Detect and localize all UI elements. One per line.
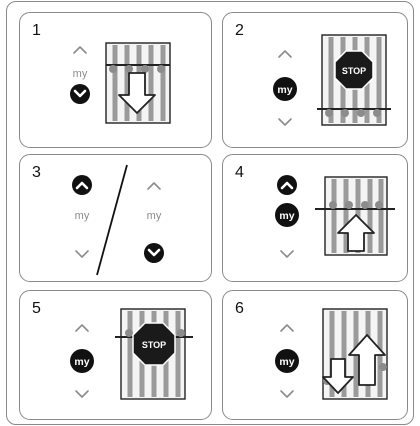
arrow-up-icon (348, 334, 386, 386)
chevron-up-icon[interactable] (73, 46, 87, 54)
instruction-frame (6, 1, 414, 425)
step-number: 3 (32, 164, 41, 181)
chevron-up-button-icon[interactable] (277, 175, 297, 195)
remote-control-4: my (275, 175, 299, 258)
remote-control-5: my (70, 324, 94, 398)
arrow-down-icon (322, 358, 354, 394)
remote-control-2: my (273, 50, 297, 126)
my-label-right: my (147, 210, 162, 222)
my-button-icon[interactable]: my (273, 77, 297, 101)
step-panel-2: 2 my STOP (222, 12, 408, 148)
awning-icon (105, 42, 171, 124)
step-number: 2 (235, 22, 244, 39)
my-label: my (277, 84, 292, 96)
remote-control-3-left: my (72, 175, 92, 258)
chevron-up-button-icon[interactable] (72, 175, 92, 195)
my-label-left: my (75, 210, 90, 222)
step-number: 1 (32, 22, 41, 39)
step-panel-1: 1 my (19, 12, 212, 148)
remote-control-3-right: my (144, 182, 164, 263)
step-panel-4: 4 my (222, 154, 408, 282)
chevron-down-icon[interactable] (75, 250, 89, 258)
chevron-down-button-icon[interactable] (70, 84, 90, 104)
remote-control-1: my (70, 46, 90, 104)
my-label: my (74, 356, 89, 368)
divider-slash (96, 164, 128, 276)
arrow-up-icon (337, 214, 375, 252)
step-panel-3: 3 my my (19, 154, 212, 282)
chevron-up-icon[interactable] (280, 324, 294, 332)
awning-icon (315, 176, 395, 256)
chevron-down-button-icon[interactable] (144, 243, 164, 263)
step-number: 4 (235, 164, 244, 181)
step-panel-5: 5 my STOP (19, 290, 212, 420)
chevron-down-icon[interactable] (280, 390, 294, 398)
step-number: 6 (235, 300, 244, 317)
step-number: 5 (32, 300, 41, 317)
chevron-up-icon[interactable] (278, 50, 292, 58)
my-label: my (279, 356, 294, 368)
chevron-up-icon[interactable] (75, 324, 89, 332)
my-button-icon[interactable]: my (275, 203, 299, 227)
chevron-down-icon[interactable] (278, 118, 292, 126)
stop-label: STOP (142, 340, 166, 350)
my-label: my (279, 210, 294, 222)
step-panel-6: 6 my (222, 290, 408, 420)
chevron-down-icon[interactable] (75, 390, 89, 398)
chevron-up-icon[interactable] (147, 182, 161, 190)
my-button-icon[interactable]: my (275, 349, 299, 373)
awning-icon: STOP (317, 34, 391, 126)
my-label: my (73, 68, 88, 80)
awning-icon (322, 308, 388, 400)
my-button-icon[interactable]: my (70, 349, 94, 373)
stop-sign-icon: STOP (334, 50, 374, 90)
remote-control-6: my (275, 324, 299, 398)
awning-icon: STOP (115, 308, 193, 400)
stop-sign-icon: STOP (132, 322, 176, 366)
arrow-down-icon (118, 72, 156, 114)
chevron-down-icon[interactable] (280, 250, 294, 258)
stop-label: STOP (342, 66, 366, 76)
